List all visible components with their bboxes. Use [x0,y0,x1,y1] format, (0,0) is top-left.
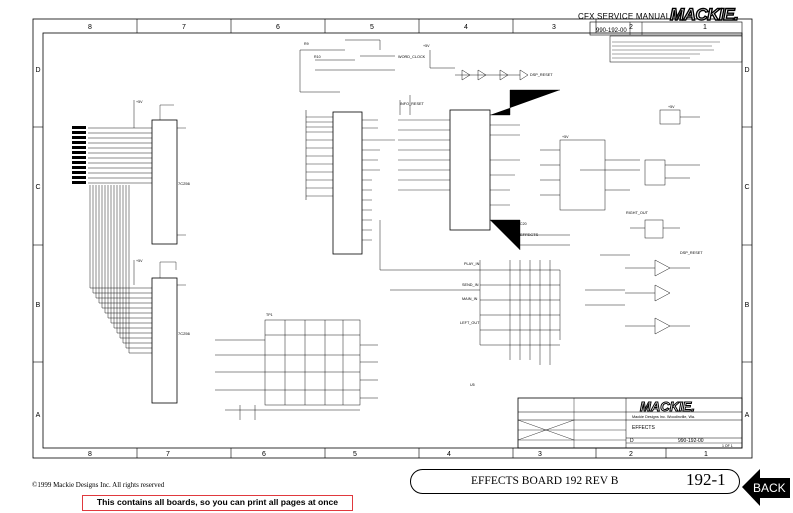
row-label-right: B [745,302,750,309]
board-name-banner: EFFECTS BOARD 192 REV B [410,469,740,494]
col-label-top: 4 [464,24,468,31]
col-label-top: 3 [552,24,556,31]
address-bus [88,100,152,354]
col-label-bottom: 3 [538,451,542,458]
svg-text:+5V: +5V [423,44,430,48]
row-label-right: A [745,412,750,419]
clock-circuit [299,39,529,115]
print-all-notice[interactable]: This contains all boards, so you can pri… [82,495,353,511]
back-button[interactable] [742,467,792,507]
svg-text:R9: R9 [304,42,309,46]
col-label-top: 1 [703,24,707,31]
col-label-bottom: 4 [447,451,451,458]
column-labels-bottom: 8 7 6 5 4 3 2 1 [88,451,708,458]
title-block-brand: MACKIE. [640,399,695,414]
zone-dividers [33,19,752,458]
title-block-sheet: 1 OF 1 [722,444,733,448]
col-label-bottom: 8 [88,451,92,458]
right-circuits [520,109,700,335]
col-label-top: 5 [370,24,374,31]
title-block-size: D [630,438,634,444]
col-label-bottom: 7 [166,451,170,458]
outer-border [32,18,753,459]
row-label-left: A [36,412,41,419]
bus-pin-markers [72,126,86,184]
svg-text:+5V: +5V [136,259,143,263]
row-label-left: B [36,302,41,309]
memory-chip-lower: 7C256 [151,261,191,404]
row-label-left: D [35,67,40,74]
back-arrow-icon [742,469,790,506]
col-label-bottom: 5 [353,451,357,458]
signal-label: LEFT_OUT [460,321,480,325]
signal-label: WORD_CLOCK [398,55,426,59]
svg-text:TP1: TP1 [266,313,273,317]
signal-labels: DSP_RESET WORD_CLOCK INFO_RESET PLAY_IN … [398,55,703,325]
col-label-bottom: 1 [704,451,708,458]
col-label-top: 7 [182,24,186,31]
row-label-right: C [744,184,749,191]
bus-network [379,220,630,365]
signal-label: RIGHT_OUT [626,211,649,215]
row-label-right: D [744,67,749,74]
page-number: 192-1 [686,470,726,489]
title-block-drawing-title: EFFECTS [632,425,655,431]
capacitor-grid [215,319,378,420]
memory-chip-upper: 7C256 [151,104,191,245]
svg-text:C20: C20 [520,222,527,226]
signal-label: MAIN_IN [462,297,478,301]
svg-text:+5V: +5V [668,105,675,109]
col-label-bottom: 2 [629,451,633,458]
title-block: MACKIE. Mackie Designs Inc. Woodinville,… [517,397,743,449]
board-name-label: EFFECTS BOARD 192 REV B [471,475,619,487]
signal-label: SEND_IN [462,283,479,287]
manual-title: CFX SERVICE MANUAL [578,12,671,21]
row-label-left: C [35,184,40,191]
signal-label: PLAY_IN [464,262,480,266]
inner-border [42,32,743,449]
column-labels-top: 8 7 6 5 4 3 2 1 [88,24,707,31]
svg-text:+5V: +5V [562,135,569,139]
row-labels: D C B A D C B A [35,67,749,419]
revision-block: 990-192-00 [589,21,743,63]
svg-text:R10: R10 [314,55,321,59]
col-label-top: 8 [88,24,92,31]
col-label-top: 2 [629,24,633,31]
copyright-text: ©1999 Mackie Designs Inc. All rights res… [32,481,165,489]
col-label-top: 6 [276,24,280,31]
codec-chip [398,89,560,250]
svg-text:U5: U5 [470,383,475,387]
svg-text:+5V: +5V [136,100,143,104]
col-label-bottom: 6 [262,451,266,458]
revision-part-number: 990-192-00 [596,28,627,34]
signal-label: DSP_RESET [680,251,703,255]
section-label: EFFECTS [520,232,539,237]
svg-text:7C256: 7C256 [178,331,191,336]
brand-logo: MACKIE. [669,4,739,24]
signal-label: DSP_RESET [530,73,553,77]
dsp-chip [305,110,395,255]
title-block-part-number: 990-192-00 [678,438,704,444]
signal-label: INFO_RESET [400,102,425,106]
title-block-company: Mackie Designs Inc. Woodinville, Wa. [632,415,695,419]
svg-text:7C256: 7C256 [178,181,191,186]
